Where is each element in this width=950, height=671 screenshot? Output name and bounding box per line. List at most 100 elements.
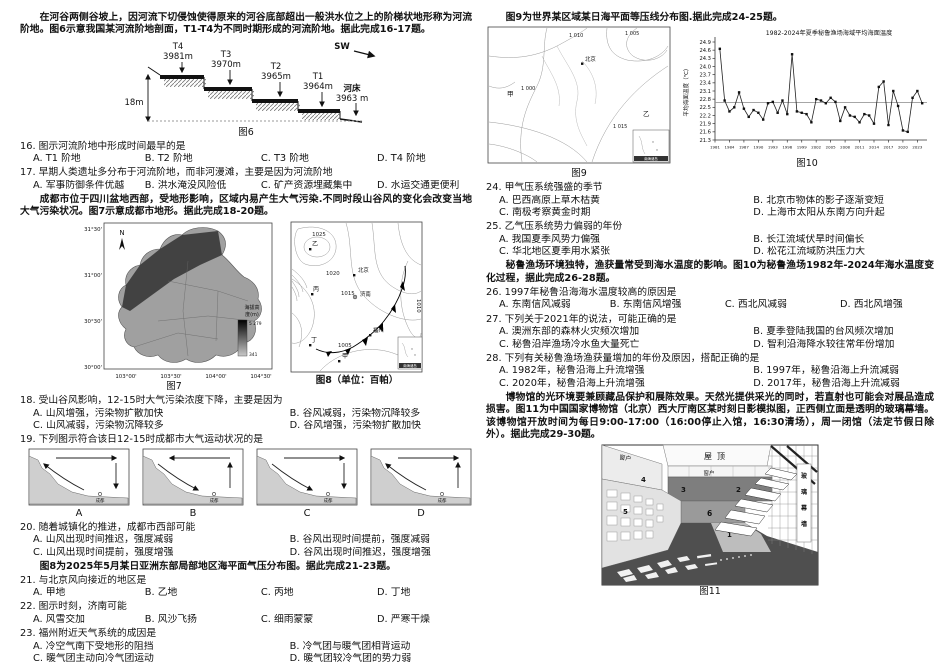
option-text: 智利沿海降水较往常年份增加 [767, 338, 895, 350]
place-beijing: 北京 [585, 55, 596, 63]
question-stem: 19.下列图示符合该日12-15时成都市大气运动状况的是 [20, 434, 472, 447]
legend-max: 5 279 [249, 321, 262, 327]
height-18m-label: 18m [124, 98, 143, 108]
option-28-D: D. 2017年，秘鲁沿海上升流减弱 [753, 378, 936, 391]
option-text: 水运交通更便利 [390, 179, 460, 191]
option-text: 2020年，秘鲁沿海上升流增强 [512, 377, 645, 389]
option-23-A: A. 冷空气南下受地形的阻挡 [33, 641, 288, 654]
svg-text:22.8: 22.8 [699, 97, 711, 103]
question-stem: 17.早期人类遗址多分布于河流阶地，而非河漫滩，主要是因为河流阶地 [20, 167, 472, 180]
isobar-1020: 1020 [326, 271, 340, 277]
svg-text:22.5: 22.5 [699, 105, 711, 111]
option-text: 2017年，秘鲁沿海上升流减弱 [767, 377, 900, 389]
svg-text:1984: 1984 [725, 145, 735, 150]
isobar-1005: 1005 [338, 343, 352, 349]
option-letter: B. [753, 326, 767, 338]
option-text: 风沙飞扬 [157, 613, 197, 625]
option-text: 夏季登陆我国的台风频次增加 [766, 326, 894, 338]
elevation-gradient-bar [237, 319, 248, 357]
option-22-C: C. 细雨蒙蒙 [261, 614, 375, 627]
option-27-D: D. 智利沿海降水较往常年份增加 [753, 339, 936, 352]
museum-perspective: 屋顶 窗户 4 窗户 3 2 6 [601, 444, 819, 586]
fig9-caption: 图9 [571, 168, 587, 180]
option-letter: B. [144, 153, 158, 165]
question-stem: 25.乙气压系统势力偏弱的年份 [486, 221, 934, 234]
lat-tick: 31°30' [84, 227, 102, 233]
fig11-caption: 图11 [699, 585, 721, 597]
option-20-A: A. 山风出现时间推迟，强度减弱 [33, 534, 288, 547]
terrace-t2-elev: 3965m [261, 72, 291, 82]
display-cases [606, 489, 664, 542]
option-diagram-D: 成都 D [370, 448, 472, 521]
option-letter: C. [499, 246, 513, 258]
option-16-C: C. T3 阶地 [261, 153, 375, 166]
option-letter: C. [33, 546, 47, 558]
lon-tick: 103°30' [160, 374, 181, 380]
option-21-B: B. 乙地 [145, 587, 259, 600]
option-letter: D. [753, 338, 768, 350]
fig10-caption: 图10 [796, 158, 818, 170]
option-text: 山风出现时间推迟，强度减弱 [45, 534, 174, 546]
option-16-A: A. T1 阶地 [33, 153, 143, 166]
option-letter: D. [753, 377, 768, 389]
question-number: 26. [486, 286, 502, 298]
option-24-D: D. 上海市太阳从东南方向升起 [753, 207, 936, 220]
option-17-D: D. 水运交通更便利 [377, 180, 478, 193]
option-24-A: A. 巴西高原上草木枯黄 [499, 195, 751, 208]
option-text: T1 阶地 [45, 153, 81, 165]
option-22-B: B. 风沙飞扬 [145, 614, 259, 627]
option-letter: A. [33, 153, 46, 165]
figure-row: T4 3981m T3 3970m T2 3965m T1 3964m 河床 3… [20, 39, 472, 139]
option-text: 洪水淹没风险低 [157, 179, 227, 191]
option-26-C: C. 西北风减弱 [725, 299, 838, 312]
chengdu-label: 成都 [438, 497, 447, 504]
question-number: 22. [20, 601, 36, 613]
lon-tick: 104°00' [205, 374, 226, 380]
option-letter: D. [377, 587, 391, 599]
legend-title-1: 海拔高 [244, 304, 259, 311]
terrace-t4-label: T4 [172, 42, 184, 52]
figure-row: N 31°30' 31°00' 30°30' 30°00' 103°00' 10… [20, 221, 472, 393]
option-18-C: C. 山风减弱，污染物沉降较多 [33, 420, 288, 433]
option-letter: C. [260, 179, 274, 191]
option-letter: D. [377, 153, 391, 165]
option-18-B: B. 谷风减弱，污染物沉降较多 [290, 408, 474, 421]
option-28-C: C. 2020年，秘鲁沿海上升流增强 [499, 378, 751, 391]
option-text: T3 阶地 [273, 153, 309, 165]
option-text: 山风出现时间提前，强度增强 [46, 546, 174, 558]
place-ding: 丁 [311, 337, 317, 344]
north-arrow-icon [119, 237, 125, 250]
mountain-area-shade [122, 230, 222, 311]
material-paragraph: 图9为世界某区域某日海平面等压线分布图.据此完成24-25题。 [505, 11, 783, 23]
figure-row: 屋顶 窗户 4 窗户 3 2 6 [486, 444, 934, 598]
question-text: 与北京风向接近的地区是 [38, 574, 147, 586]
option-text: 北京市物体的影子逐渐变短 [766, 194, 884, 206]
question-number: 23. [20, 627, 36, 639]
question-number: 17. [20, 167, 36, 179]
fig7-caption: 图7 [166, 380, 182, 392]
question-text: 随着城镇化的推进，成都市西部可能 [38, 521, 196, 533]
question-text: 1997年秘鲁沿海海水温度较高的原因是 [504, 286, 677, 298]
option-letter: C. [33, 653, 47, 665]
zone-3-label: 3 [681, 486, 686, 494]
option-text: 西北风增强 [853, 299, 903, 311]
question-stem: 26.1997年秘鲁沿海海水温度较高的原因是 [486, 287, 934, 300]
svg-text:1990: 1990 [753, 145, 763, 150]
option-diagram-A: 成都 A [28, 448, 130, 521]
option-28-A: A. 1982年，秘鲁沿海上升流增强 [499, 365, 751, 378]
option-letter: A. [33, 179, 46, 191]
option-text: 南极考察黄金时期 [512, 207, 591, 219]
material-paragraph: 秘鲁渔场环境独特，渔获量常受到海水温度的影响。图10为秘鲁渔场1982年-202… [486, 260, 934, 284]
option-text: 1997年，秘鲁沿海上升流减弱 [766, 365, 899, 377]
option-text: 巴西高原上草木枯黄 [511, 194, 600, 206]
option-18-D: D. 谷风增强，污染物扩散加快 [290, 420, 474, 433]
option-letter: A. [33, 640, 46, 652]
option-text: 谷风出现时间推迟，强度增强 [303, 546, 431, 558]
